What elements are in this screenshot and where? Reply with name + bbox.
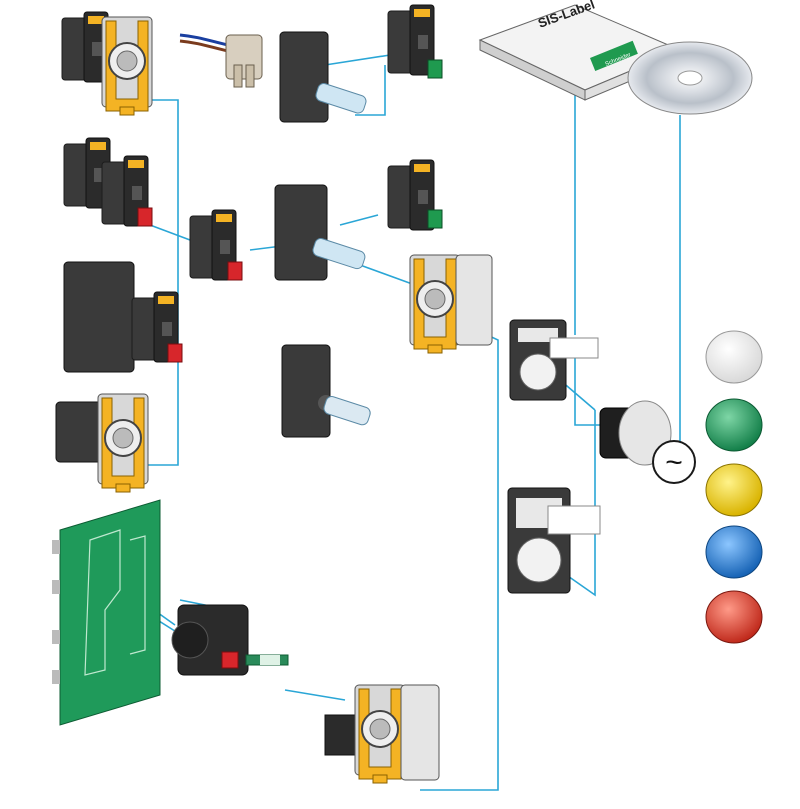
lens-green: [705, 398, 763, 452]
legend-holder-small: [509, 319, 599, 401]
collar-with-contact-lower: [55, 393, 149, 493]
lens-blue: [705, 525, 763, 579]
software-cd-disc: [627, 41, 753, 115]
wire-connector: [179, 33, 263, 88]
printed-circuit-board: [52, 499, 161, 726]
lens-white: [705, 330, 763, 384]
contact-block-green-top: [387, 4, 443, 79]
pcb-mount-module: [171, 604, 289, 676]
light-block-middle: [274, 184, 366, 281]
collar-with-contact-top: [61, 11, 153, 116]
collar-center: [409, 254, 493, 354]
light-block-lower: [281, 344, 371, 438]
ac-symbol-label: ~: [665, 446, 683, 479]
contact-block-red-single: [189, 209, 243, 281]
contact-block-green-middle: [387, 159, 443, 231]
collar-bottom: [324, 684, 440, 784]
lens-yellow: [705, 463, 763, 517]
legend-holder-large: [507, 487, 601, 594]
contact-block-pair-red-2: [63, 261, 183, 373]
ac-symbol-badge: ~: [652, 440, 696, 484]
lens-red: [705, 590, 763, 644]
light-block-top: [279, 31, 367, 123]
connector-lines: [104, 54, 681, 791]
contact-block-pair-red-1: [63, 137, 153, 227]
